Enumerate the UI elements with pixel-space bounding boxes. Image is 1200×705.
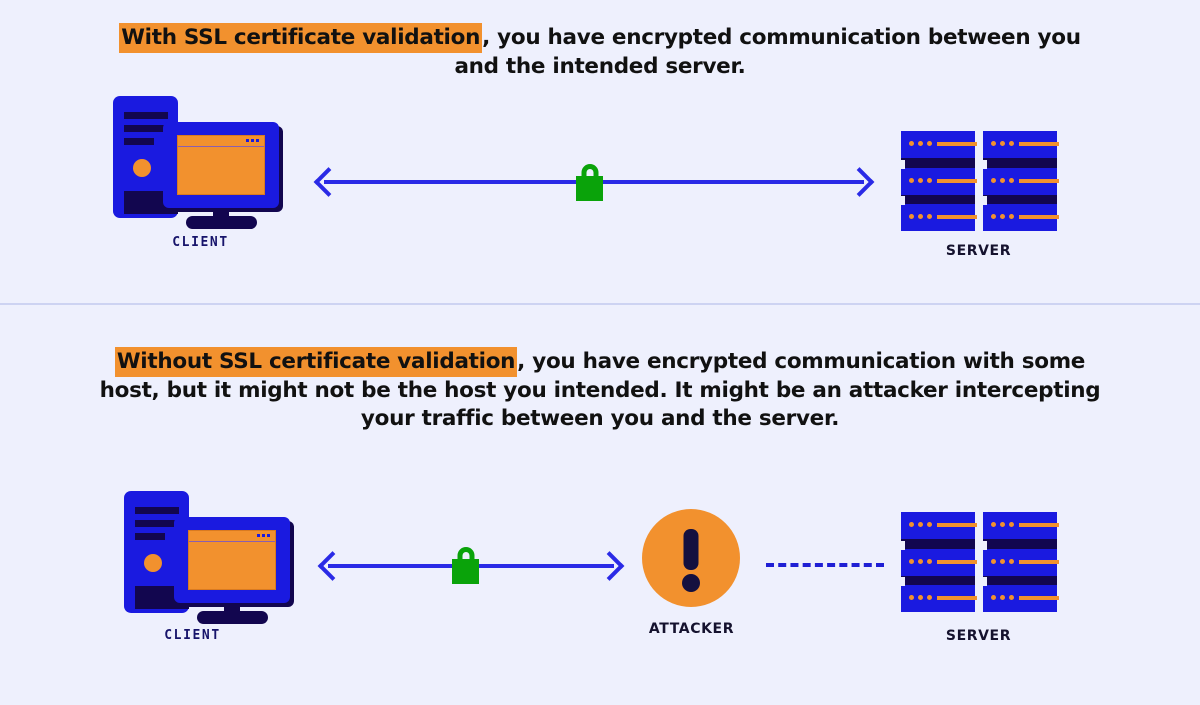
server-unit [901, 512, 977, 539]
caption-rest-with-ssl: , you have encrypted communication betwe… [454, 25, 1081, 79]
lock-shackle [457, 547, 474, 562]
caption-highlight-with-ssl: With SSL certificate validation [119, 23, 483, 53]
server-unit [901, 168, 977, 195]
section-with-ssl: With SSL certificate validation, you hav… [0, 0, 1200, 303]
caption-with-ssl: With SSL certificate validation, you hav… [100, 23, 1100, 81]
server-status-dots [909, 178, 932, 183]
server-unit [983, 204, 1059, 231]
monitor-base [197, 611, 268, 624]
server-unit [983, 168, 1059, 195]
arrow-head-left-icon [317, 551, 348, 581]
server-unit [983, 549, 1059, 576]
server-status-dots [991, 559, 1014, 564]
monitor-icon [174, 517, 290, 603]
tower-vent-bar [124, 138, 154, 145]
power-button-icon [133, 159, 151, 177]
server-status-dots [991, 214, 1014, 219]
exclamation-stem [683, 529, 699, 570]
browser-titlebar [189, 531, 275, 542]
client-computer-icon [124, 491, 299, 626]
lock-shackle [581, 164, 598, 179]
section-without-ssl: Without SSL certificate validation, you … [0, 305, 1200, 705]
section-divider [0, 303, 1200, 305]
server-label: SERVER [945, 628, 1012, 644]
browser-window-icon [177, 135, 265, 195]
server-stripe [1019, 142, 1059, 146]
window-controls-dots [246, 139, 259, 142]
monitor-base [186, 216, 257, 229]
server-stripe [1019, 215, 1059, 219]
server-stripe [937, 179, 977, 183]
lock-body [576, 176, 603, 201]
server-status-dots [991, 595, 1014, 600]
attacker-label: ATTACKER [648, 621, 735, 637]
caption-rest-without-ssl: , you have encrypted communication with … [99, 349, 1101, 432]
lock-icon [576, 164, 603, 202]
attacker-warning-icon [642, 509, 740, 607]
browser-titlebar [178, 136, 264, 147]
window-controls-dots [257, 534, 270, 537]
server-unit [901, 204, 977, 231]
server-rack-icon [897, 131, 1059, 231]
arrow-head-left-icon [313, 167, 344, 197]
tower-vent-bar [135, 520, 179, 527]
browser-window-icon [188, 530, 276, 590]
server-status-dots [909, 559, 932, 564]
server-stripe [1019, 560, 1059, 564]
server-unit [983, 585, 1059, 612]
lock-icon [452, 547, 479, 585]
server-stripe [1019, 596, 1059, 600]
exclamation-dot [682, 574, 700, 592]
server-stripe [937, 215, 977, 219]
arrow-head-right-icon [594, 551, 625, 581]
server-unit [983, 131, 1059, 158]
arrow-head-right-icon [844, 167, 875, 197]
server-stripe [937, 560, 977, 564]
tower-vent-bar [124, 125, 168, 132]
client-computer-icon [113, 96, 288, 231]
server-unit [901, 131, 977, 158]
server-status-dots [991, 178, 1014, 183]
server-rack-right [979, 512, 1059, 612]
server-unit [983, 512, 1059, 539]
server-rack-right [979, 131, 1059, 231]
client-label: CLIENT [164, 628, 221, 643]
server-stripe [937, 142, 977, 146]
tower-vent-bar [135, 533, 165, 540]
client-label: CLIENT [172, 235, 229, 250]
server-status-dots [991, 141, 1014, 146]
server-status-dots [909, 522, 932, 527]
server-status-dots [909, 595, 932, 600]
server-rack-icon [897, 512, 1059, 612]
server-status-dots [909, 141, 932, 146]
server-stripe [937, 596, 977, 600]
power-button-icon [144, 554, 162, 572]
server-unit [901, 585, 977, 612]
server-rack-left [897, 131, 977, 231]
server-status-dots [991, 522, 1014, 527]
caption-highlight-without-ssl: Without SSL certificate validation [114, 347, 518, 377]
server-label: SERVER [945, 243, 1012, 259]
monitor-icon [163, 122, 279, 208]
server-status-dots [909, 214, 932, 219]
server-stripe [1019, 523, 1059, 527]
tower-vent-bar [135, 507, 179, 514]
tower-vent-bar [124, 112, 168, 119]
server-rack-left [897, 512, 977, 612]
server-stripe [937, 523, 977, 527]
attacker-server-dashed-line [766, 563, 884, 567]
lock-body [452, 559, 479, 584]
server-unit [901, 549, 977, 576]
caption-without-ssl: Without SSL certificate validation, you … [85, 347, 1115, 434]
server-stripe [1019, 179, 1059, 183]
